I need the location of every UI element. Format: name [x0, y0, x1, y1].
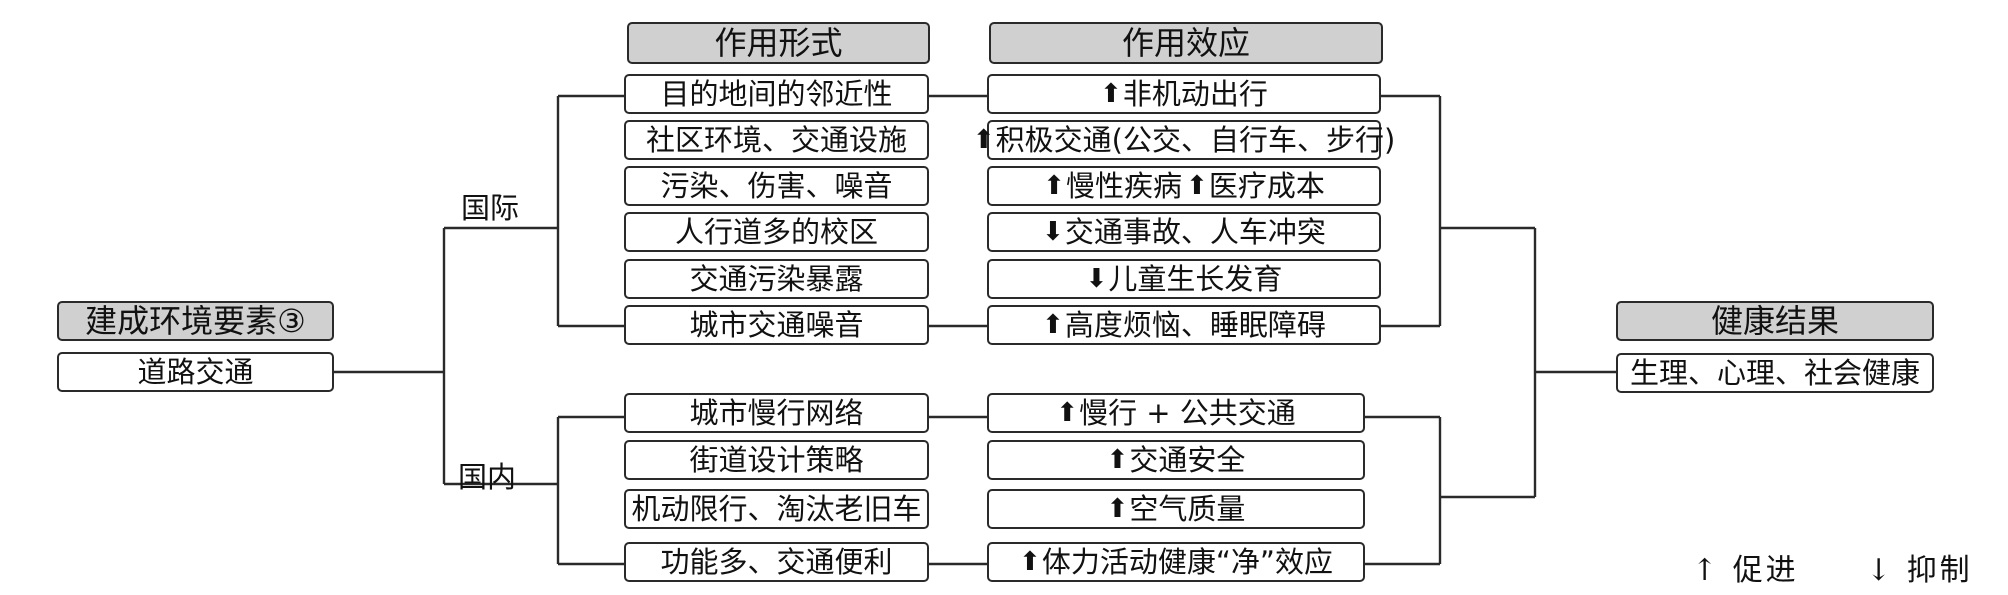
effect-arrow-1: ⬆ [1019, 546, 1041, 577]
legend-promote-text: 促进 [1732, 553, 1799, 588]
form-text: 目的地间的邻近性 [660, 76, 893, 111]
effect-text-1: 慢性疾病 [1065, 168, 1182, 203]
effect-text-1: 交通安全 [1129, 442, 1246, 477]
legend-inhibit-text: 抑制 [1906, 553, 1973, 588]
effect-arrow-1: ⬆ [1043, 170, 1065, 201]
effect-text-1: 非机动出行 [1122, 76, 1268, 111]
form-box: 功能多、交通便利 [624, 542, 929, 582]
right-title: 健康结果 [1616, 301, 1934, 341]
right-title-text: 健康结果 [1710, 302, 1839, 340]
form-box: 街道设计策略 [624, 440, 929, 480]
form-box: 交通污染暴露 [624, 259, 929, 299]
left-value: 道路交通 [57, 352, 334, 392]
form-box: 污染、伤害、噪音 [624, 166, 929, 206]
effect-box: ⬆慢性疾病⬆医疗成本 [987, 166, 1381, 206]
effect-box: ⬇儿童生长发育 [987, 259, 1381, 299]
form-text: 社区环境、交通设施 [645, 122, 907, 157]
effect-box: ⬆积极交通(公交、自行车、步行) [973, 120, 1395, 160]
left-title: 建成环境要素③ [57, 301, 334, 341]
effect-arrow-1: ⬆ [1106, 493, 1129, 524]
effect-arrow-2: ⬆ [1186, 170, 1208, 201]
effect-box: ⬆高度烦恼、睡眠障碍 [987, 305, 1381, 345]
effect-arrow-1: ⬆ [1100, 78, 1122, 109]
effect-text-1: 高度烦恼、睡眠障碍 [1064, 307, 1326, 342]
right-value: 生理、心理、社会健康 [1616, 353, 1934, 393]
right-value-text: 生理、心理、社会健康 [1629, 355, 1920, 390]
effect-text-1: 体力活动健康“净”效应 [1041, 544, 1333, 579]
left-title-text: 建成环境要素③ [85, 302, 306, 340]
effect-arrow-1: ⬆ [1056, 397, 1079, 428]
effect-arrow-1: ⬆ [1042, 309, 1064, 340]
effect-arrow-1: ⬆ [1106, 444, 1129, 475]
effect-text-1: 空气质量 [1129, 491, 1246, 526]
effect-box: ⬆慢行 + 公共交通 [987, 393, 1365, 433]
effect-text-1: 儿童生长发育 [1108, 261, 1283, 296]
legend-inhibit: ↓ 抑制 [1866, 556, 1973, 586]
effect-header: 作用效应 [989, 22, 1383, 64]
legend-promote: ↑ 促进 [1692, 556, 1799, 586]
form-box: 目的地间的邻近性 [624, 74, 929, 114]
form-text: 机动限行、淘汰老旧车 [631, 491, 922, 526]
effect-arrow-1: ⬇ [1085, 263, 1108, 294]
effect-box: ⬆体力活动健康“净”效应 [987, 542, 1365, 582]
form-box: 城市慢行网络 [624, 393, 929, 433]
effect-box: ⬇交通事故、人车冲突 [987, 212, 1381, 252]
form-text: 城市慢行网络 [689, 395, 864, 430]
effect-arrow-1: ⬇ [1042, 216, 1064, 247]
form-text: 污染、伤害、噪音 [660, 168, 893, 203]
group-label-domestic: 国内 [458, 460, 517, 494]
effect-text-1: 积极交通(公交、自行车、步行) [995, 122, 1396, 157]
form-box: 人行道多的校区 [624, 212, 929, 252]
effect-arrow-1: ⬆ [972, 124, 995, 155]
form-text: 交通污染暴露 [689, 261, 864, 296]
effect-text-1: 慢行 + 公共交通 [1079, 395, 1296, 430]
effect-text-1: 交通事故、人车冲突 [1064, 214, 1326, 249]
form-header: 作用形式 [627, 22, 930, 64]
effect-text-2: 医疗成本 [1208, 168, 1325, 203]
up-arrow-icon: ↑ [1692, 553, 1721, 588]
form-box: 社区环境、交通设施 [624, 120, 929, 160]
form-text: 人行道多的校区 [674, 214, 878, 249]
group-label-international: 国际 [461, 191, 520, 225]
form-box: 机动限行、淘汰老旧车 [624, 489, 929, 529]
form-box: 城市交通噪音 [624, 305, 929, 345]
effect-box: ⬆非机动出行 [987, 74, 1381, 114]
form-text: 功能多、交通便利 [660, 544, 893, 579]
effect-box: ⬆交通安全 [987, 440, 1365, 480]
effect-header-text: 作用效应 [1121, 24, 1250, 62]
left-value-text: 道路交通 [137, 354, 254, 389]
down-arrow-icon: ↓ [1866, 553, 1895, 588]
form-header-text: 作用形式 [714, 24, 843, 62]
form-text: 城市交通噪音 [689, 307, 864, 342]
form-text: 街道设计策略 [689, 442, 864, 477]
effect-box: ⬆空气质量 [987, 489, 1365, 529]
